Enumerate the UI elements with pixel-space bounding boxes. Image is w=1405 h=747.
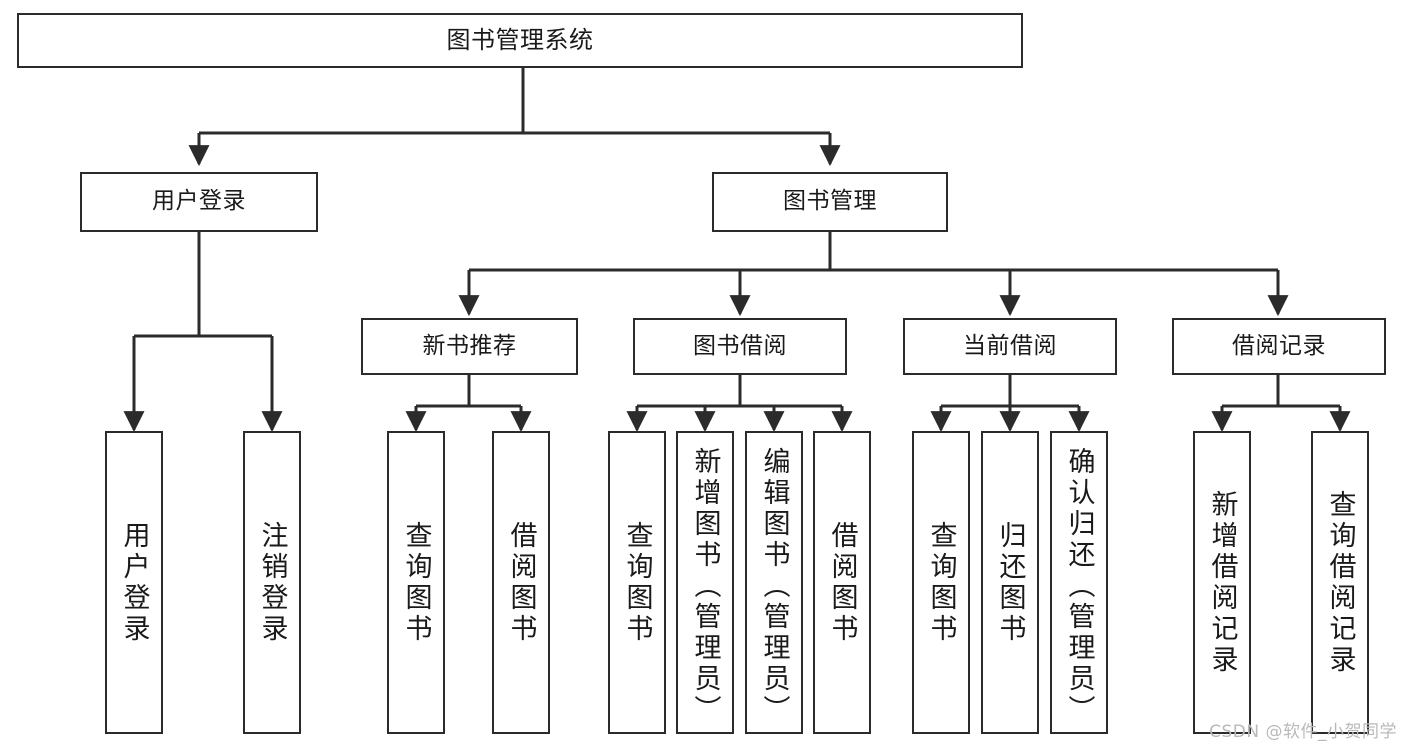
leaf-add-book-admin[interactable]: 新增图书（管理员）: [676, 431, 734, 734]
leaf-user-login[interactable]: 用户登录: [105, 431, 163, 734]
leaf-query-book-current[interactable]: 查询图书: [912, 431, 970, 734]
node-label: 查询图书: [400, 520, 432, 645]
node-label: 归还图书: [994, 520, 1026, 645]
node-label: 借阅记录: [1232, 332, 1326, 359]
node-book-borrow[interactable]: 图书借阅: [633, 318, 847, 375]
node-label: 用户登录: [152, 188, 246, 215]
node-label: 新增图书（管理员）: [689, 446, 721, 726]
node-label: 查询图书: [925, 520, 957, 645]
leaf-add-borrow-record[interactable]: 新增借阅记录: [1193, 431, 1251, 734]
node-label: 新增借阅记录: [1206, 489, 1238, 676]
leaf-borrow-book[interactable]: 借阅图书: [813, 431, 871, 734]
node-label: 新书推荐: [422, 332, 517, 359]
node-label: 图书管理系统: [446, 26, 594, 55]
leaf-query-borrow-record[interactable]: 查询借阅记录: [1311, 431, 1369, 734]
leaf-return-book[interactable]: 归还图书: [981, 431, 1039, 734]
leaf-user-logout[interactable]: 注销登录: [243, 431, 301, 734]
node-label: 查询图书: [621, 520, 653, 645]
node-label: 查询借阅记录: [1324, 489, 1356, 676]
csdn-watermark: CSDN @软件_小贺同学: [1209, 722, 1397, 742]
node-label: 借阅图书: [505, 520, 537, 645]
leaf-edit-book-admin[interactable]: 编辑图书（管理员）: [745, 431, 803, 734]
node-new-book-recommend[interactable]: 新书推荐: [361, 318, 578, 375]
node-root-system[interactable]: 图书管理系统: [17, 13, 1023, 68]
node-label: 用户登录: [118, 520, 150, 645]
node-label: 图书管理: [783, 188, 877, 215]
node-label: 当前借阅: [963, 332, 1057, 359]
node-current-borrow[interactable]: 当前借阅: [903, 318, 1117, 375]
leaf-borrow-book-recommend[interactable]: 借阅图书: [492, 431, 550, 734]
node-book-management[interactable]: 图书管理: [712, 172, 948, 232]
leaf-query-book-borrow[interactable]: 查询图书: [608, 431, 666, 734]
node-borrow-record[interactable]: 借阅记录: [1172, 318, 1386, 375]
node-user-login[interactable]: 用户登录: [80, 172, 318, 232]
node-label: 编辑图书（管理员）: [758, 446, 790, 726]
node-label: 注销登录: [256, 520, 288, 645]
leaf-confirm-return-admin[interactable]: 确认归还（管理员）: [1050, 431, 1108, 734]
node-label: 借阅图书: [826, 520, 858, 645]
node-label: 图书借阅: [693, 332, 787, 359]
leaf-query-book-recommend[interactable]: 查询图书: [387, 431, 445, 734]
node-label: 确认归还（管理员）: [1063, 446, 1095, 726]
